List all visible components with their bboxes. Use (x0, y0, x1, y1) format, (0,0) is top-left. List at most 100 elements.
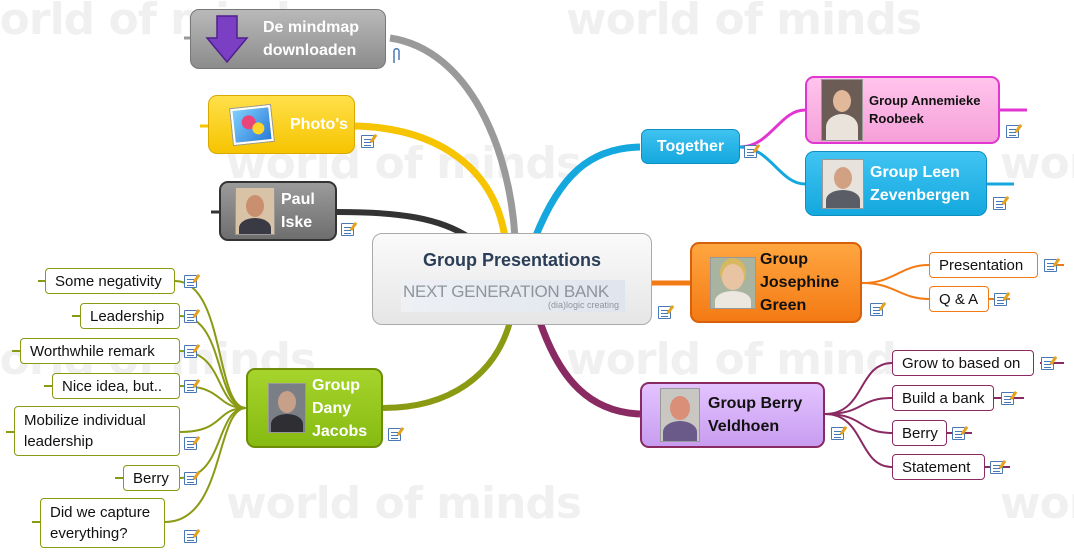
note-icon[interactable] (361, 135, 374, 148)
some-negativity-label: Some negativity (55, 272, 162, 290)
note-icon[interactable] (870, 303, 883, 316)
leen-photo (822, 158, 864, 209)
group-leen-zevenbergen-node[interactable]: Group Leen Zevenbergen (805, 151, 987, 216)
central-topic-title: Group Presentations (422, 250, 602, 270)
annemieke-label-line1: Group Annemieke (869, 93, 981, 108)
berry-label-line1: Group Berry (708, 395, 803, 412)
group-josephine-green-node[interactable]: Group Josephine Green (690, 242, 862, 323)
josephine-child-q-and-a[interactable]: Q & A (929, 286, 989, 312)
attachment-paperclip-icon[interactable] (391, 47, 401, 65)
josephine-child-presentation[interactable]: Presentation (929, 252, 1038, 278)
dany-photo (268, 383, 306, 433)
dany-child-some-negativity[interactable]: Some negativity (45, 268, 175, 294)
watermark: world of minds (566, 0, 922, 45)
note-icon[interactable] (388, 428, 401, 441)
watermark: world of minds (1000, 138, 1074, 189)
group-dany-jacobs-node[interactable]: Group Dany Jacobs (246, 368, 383, 448)
download-arrow-icon (205, 15, 249, 64)
dany-child-did-we-capture-everything[interactable]: Did we capture everything? (40, 498, 165, 548)
note-icon[interactable] (831, 427, 844, 440)
watermark: world of minds (1000, 478, 1074, 529)
dany-label-line1: Group (312, 376, 360, 394)
leen-label-line2: Zevenbergen (870, 186, 970, 204)
annemieke-label-line2: Roobeek (869, 111, 924, 126)
download-mindmap-node[interactable]: De mindmap downloaden (190, 9, 386, 69)
note-icon[interactable] (1001, 392, 1014, 405)
note-icon[interactable] (952, 427, 965, 440)
note-icon[interactable] (744, 145, 757, 158)
berry-leaf-label: Berry (902, 424, 938, 442)
dany-child-nice-idea-but[interactable]: Nice idea, but.. (52, 373, 180, 399)
leadership-label: Leadership (90, 307, 165, 325)
dany-child-mobilize-individual-leadership[interactable]: Mobilize individual leadership (14, 406, 180, 456)
note-icon[interactable] (1006, 125, 1019, 138)
berry-photo (660, 388, 700, 442)
josephine-label-line3: Green (760, 297, 807, 314)
download-label-line1: De mindmap (263, 19, 360, 36)
together-node[interactable]: Together (641, 129, 740, 164)
download-label-line2: downloaden (263, 42, 357, 59)
note-icon[interactable] (184, 380, 197, 393)
mobilize-label-line1: Mobilize individual (24, 412, 146, 429)
dany-child-worthwhile-remark[interactable]: Worthwhile remark (20, 338, 180, 364)
did-we-capture-label-line1: Did we capture (50, 504, 151, 521)
branch-download (389, 34, 519, 239)
group-annemieke-roobeek-node[interactable]: Group Annemieke Roobeek (805, 76, 1000, 144)
branch-dany (382, 321, 513, 411)
build-a-bank-label: Build a bank (902, 389, 985, 407)
branch-paul (336, 209, 472, 241)
note-icon[interactable] (1044, 259, 1057, 272)
mobilize-label-line2: leadership (24, 433, 94, 450)
branch-together (531, 143, 641, 240)
logo-tagline: (dia)logic creating (547, 300, 619, 310)
note-icon[interactable] (994, 293, 1007, 306)
note-icon[interactable] (184, 345, 197, 358)
did-we-capture-label-line2: everything? (50, 525, 128, 542)
berry-child-grow-to-based-on[interactable]: Grow to based on (892, 350, 1034, 376)
josephine-label-line1: Group (760, 251, 808, 268)
group-berry-veldhoen-node[interactable]: Group Berry Veldhoen (640, 382, 825, 448)
dany-label-line2: Dany (312, 399, 352, 417)
note-icon[interactable] (184, 275, 197, 288)
berry-child-build-a-bank[interactable]: Build a bank (892, 385, 994, 411)
berry-child-berry[interactable]: Berry (892, 420, 947, 446)
leen-label-line1: Group Leen (870, 163, 960, 181)
josephine-photo (710, 256, 756, 309)
paul-iske-node[interactable]: Paul Iske (219, 181, 337, 241)
dany-child-leadership[interactable]: Leadership (80, 303, 180, 329)
berry-label-line2: Veldhoen (708, 418, 780, 435)
berry-child-statement[interactable]: Statement (892, 454, 985, 480)
note-icon[interactable] (990, 461, 1003, 474)
note-icon[interactable] (184, 530, 197, 543)
note-icon[interactable] (184, 310, 197, 323)
logo-text: NEXT GENERATION BANK (403, 282, 609, 301)
presentation-label: Presentation (939, 256, 1024, 274)
dany-child-berry[interactable]: Berry (123, 465, 180, 491)
dany-berry-label: Berry (133, 469, 169, 487)
note-icon[interactable] (184, 437, 197, 450)
together-label: Together (656, 138, 725, 155)
central-topic[interactable]: Group Presentations NEXT GENERATION BANK… (372, 233, 652, 325)
note-icon[interactable] (184, 472, 197, 485)
grow-to-based-on-label: Grow to based on (902, 354, 1021, 372)
q-and-a-label: Q & A (939, 290, 979, 308)
annemieke-photo (821, 79, 863, 141)
branch-photos (354, 122, 509, 239)
note-icon[interactable] (1041, 357, 1054, 370)
worthwhile-remark-label: Worthwhile remark (30, 342, 155, 360)
note-icon[interactable] (341, 223, 354, 236)
branch-berry (536, 320, 641, 418)
note-icon[interactable] (658, 306, 671, 319)
photo-image-icon (230, 104, 274, 145)
dany-label-line3: Jacobs (312, 422, 368, 440)
statement-label: Statement (902, 458, 971, 476)
paul-label-line2: Iske (281, 214, 313, 231)
next-generation-bank-logo: NEXT GENERATION BANK (dia)logic creating (401, 280, 625, 312)
photos-node[interactable]: Photo's (208, 95, 355, 154)
nice-idea-but-label: Nice idea, but.. (62, 377, 163, 395)
note-icon[interactable] (993, 197, 1006, 210)
paul-label-line1: Paul (281, 191, 315, 208)
photos-label: Photo's (290, 116, 349, 133)
josephine-label-line2: Josephine (760, 274, 840, 291)
